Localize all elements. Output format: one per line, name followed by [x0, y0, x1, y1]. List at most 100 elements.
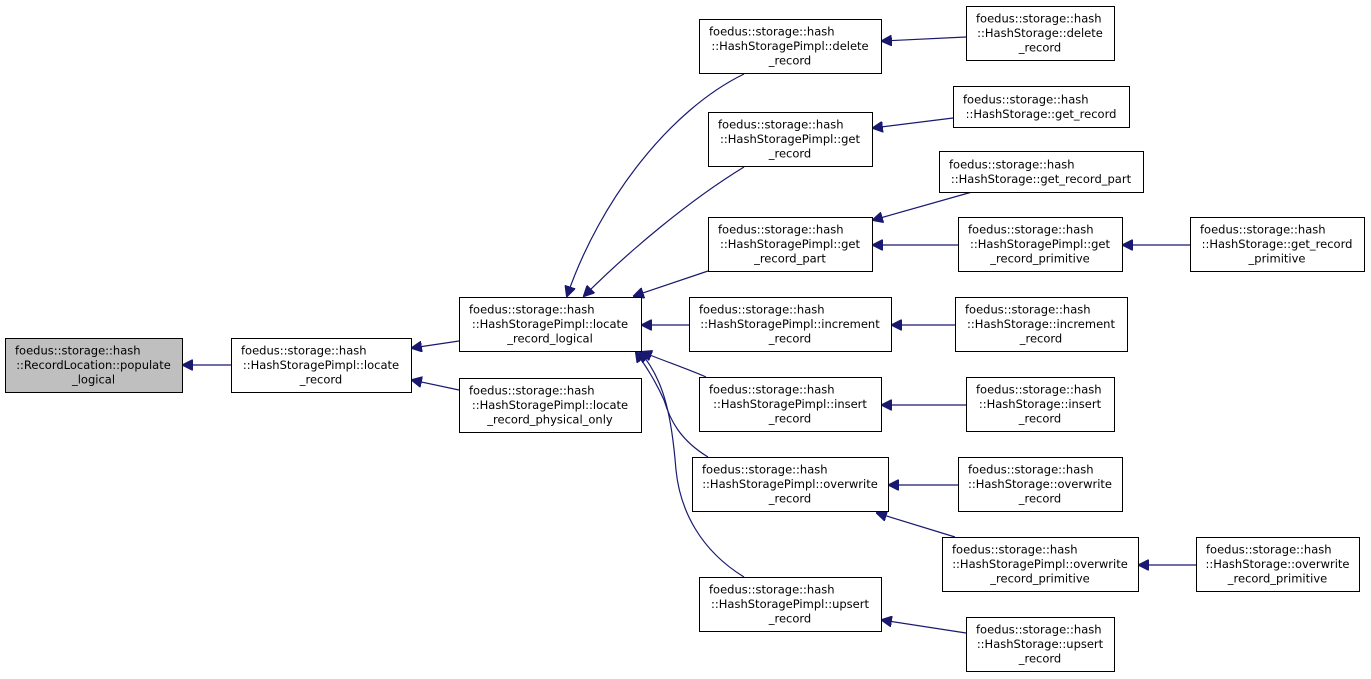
node-n12[interactable]: foedus::storage::hash::HashStorage::get_… [953, 86, 1130, 128]
node-label-line: _record [768, 412, 812, 426]
node-n17[interactable]: foedus::storage::hash::HashStorage::over… [958, 457, 1123, 512]
node-n21[interactable]: foedus::storage::hash::HashStorage::over… [1196, 537, 1360, 592]
node-box[interactable] [699, 377, 882, 432]
node-n18[interactable]: foedus::storage::hash::HashStoragePimpl:… [942, 537, 1139, 592]
node-label-line: foedus::storage::hash [963, 92, 1089, 106]
node-label-line: _record [768, 492, 812, 506]
node-label-line: ::HashStoragePimpl::insert [713, 397, 867, 411]
node-n10[interactable]: foedus::storage::hash::HashStoragePimpl:… [699, 577, 882, 632]
node-label-line: ::HashStoragePimpl::overwrite [952, 557, 1128, 571]
node-label-line: foedus::storage::hash [1200, 223, 1326, 237]
node-box[interactable] [689, 297, 892, 352]
node-n20[interactable]: foedus::storage::hash::HashStorage::get_… [1190, 217, 1365, 272]
node-box[interactable] [699, 19, 882, 74]
node-label-line: _record [768, 147, 812, 161]
node-label-line: ::HashStoragePimpl::overwrite [702, 477, 878, 491]
node-label-line: _record [1018, 652, 1062, 666]
node-box[interactable] [231, 338, 412, 393]
node-box[interactable] [966, 377, 1115, 432]
node-box[interactable] [459, 378, 642, 433]
node-n8[interactable]: foedus::storage::hash::HashStoragePimpl:… [699, 377, 882, 432]
node-label-line: foedus::storage::hash [968, 463, 1094, 477]
node-label-line: _record [768, 54, 812, 68]
node-n0[interactable]: foedus::storage::hash::RecordLocation::p… [5, 338, 183, 393]
node-label-line: _record [299, 373, 343, 387]
node-n1[interactable]: foedus::storage::hash::HashStoragePimpl:… [231, 338, 412, 393]
node-n7[interactable]: foedus::storage::hash::HashStoragePimpl:… [689, 297, 892, 352]
node-label-line: _record_primitive [989, 252, 1089, 266]
edge-n2-n1 [412, 340, 460, 348]
node-label-line: ::HashStoragePimpl::get [970, 237, 1110, 251]
node-n6[interactable]: foedus::storage::hash::HashStoragePimpl:… [708, 217, 873, 272]
node-label-line: ::HashStoragePimpl::locate [472, 317, 628, 331]
edge-n3-n1 [412, 380, 460, 391]
node-n5[interactable]: foedus::storage::hash::HashStoragePimpl:… [708, 112, 873, 167]
node-n19[interactable]: foedus::storage::hash::HashStorage::upse… [966, 617, 1115, 672]
node-box[interactable] [708, 217, 873, 272]
edge-n13-n6 [873, 191, 973, 220]
node-box[interactable] [966, 6, 1115, 61]
node-box[interactable] [699, 577, 882, 632]
node-box[interactable] [692, 457, 889, 512]
node-label-line: ::HashStoragePimpl::delete [711, 39, 868, 53]
edge-n12-n5 [873, 117, 954, 128]
node-label-line: _record_physical_only [486, 413, 613, 427]
node-label-line: foedus::storage::hash [15, 344, 141, 358]
node-label-line: foedus::storage::hash [949, 157, 1075, 171]
node-n4[interactable]: foedus::storage::hash::HashStoragePimpl:… [699, 19, 882, 74]
node-label-line: ::HashStorage::upsert [977, 637, 1104, 651]
node-label-line: _record [1019, 332, 1063, 346]
node-box[interactable] [953, 86, 1130, 128]
node-label-line: foedus::storage::hash [469, 384, 595, 398]
node-label-line: ::HashStoragePimpl::upsert [711, 597, 869, 611]
node-box[interactable] [942, 537, 1139, 592]
node-label-line: foedus::storage::hash [976, 12, 1102, 26]
node-n14[interactable]: foedus::storage::hash::HashStoragePimpl:… [958, 217, 1123, 272]
node-box[interactable] [459, 297, 642, 352]
node-label-line: ::HashStorage::delete [977, 26, 1103, 40]
node-n16[interactable]: foedus::storage::hash::HashStorage::inse… [966, 377, 1115, 432]
edge-n11-n4 [882, 37, 967, 41]
node-box[interactable] [1196, 537, 1360, 592]
edge-n10-n2 [640, 352, 745, 578]
node-n13[interactable]: foedus::storage::hash::HashStorage::get_… [939, 151, 1144, 193]
node-n3[interactable]: foedus::storage::hash::HashStoragePimpl:… [459, 378, 642, 433]
node-label-line: foedus::storage::hash [952, 543, 1078, 557]
edge-n6-n2 [634, 270, 709, 296]
node-label-line: foedus::storage::hash [709, 583, 835, 597]
edges-layer [183, 37, 1196, 634]
node-label-line: ::HashStorage::overwrite [1205, 557, 1349, 571]
edge-n9-n2 [636, 352, 709, 458]
node-label-line: ::HashStorage::get_record [966, 107, 1117, 121]
node-label-line: _record_primitive [1227, 572, 1327, 586]
node-label-line: foedus::storage::hash [718, 118, 844, 132]
node-n11[interactable]: foedus::storage::hash::HashStorage::dele… [966, 6, 1115, 61]
node-label-line: ::HashStorage::insert [979, 397, 1102, 411]
node-box[interactable] [5, 338, 183, 393]
node-n9[interactable]: foedus::storage::hash::HashStoragePimpl:… [692, 457, 889, 512]
edge-n5-n2 [584, 166, 745, 296]
node-label-line: _record_primitive [989, 572, 1089, 586]
node-label-line: _primitive [1248, 252, 1306, 266]
node-box[interactable] [958, 457, 1123, 512]
node-label-line: _record_logical [506, 332, 593, 346]
node-box[interactable] [1190, 217, 1365, 272]
node-box[interactable] [955, 297, 1128, 352]
node-label-line: ::HashStoragePimpl::get [720, 237, 860, 251]
node-label-line: _record [768, 332, 812, 346]
node-box[interactable] [939, 151, 1144, 193]
node-label-line: foedus::storage::hash [976, 623, 1102, 637]
node-box[interactable] [966, 617, 1115, 672]
node-label-line: ::HashStorage::get_record_part [951, 172, 1132, 186]
node-n2[interactable]: foedus::storage::hash::HashStoragePimpl:… [459, 297, 642, 352]
node-label-line: foedus::storage::hash [718, 223, 844, 237]
node-label-line: _record [1018, 41, 1062, 55]
node-n15[interactable]: foedus::storage::hash::HashStorage::incr… [955, 297, 1128, 352]
node-label-line: _record_part [753, 252, 826, 266]
node-box[interactable] [958, 217, 1123, 272]
node-label-line: foedus::storage::hash [709, 383, 835, 397]
node-box[interactable] [708, 112, 873, 167]
node-label-line: ::HashStoragePimpl::locate [243, 358, 399, 372]
node-label-line: foedus::storage::hash [699, 303, 825, 317]
